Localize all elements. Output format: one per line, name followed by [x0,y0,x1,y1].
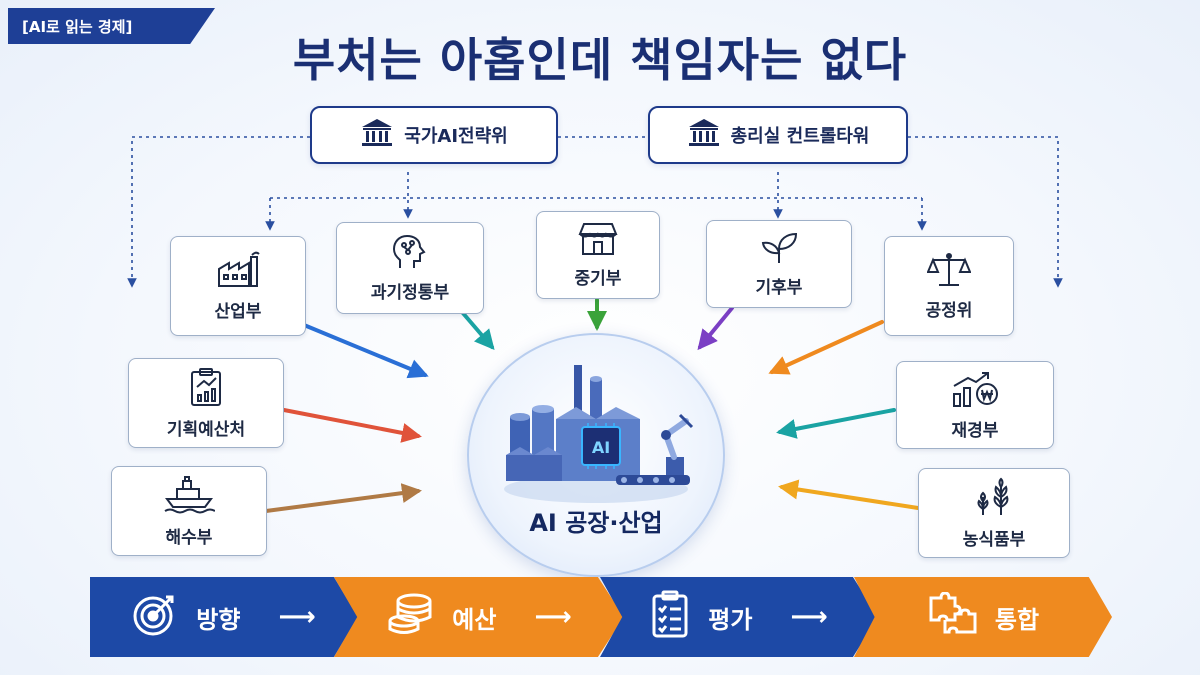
pm-control-tower-label: 총리실 컨트롤타워 [730,126,870,147]
agency-label-agri: 농식품부 [962,529,1026,550]
agency-box-climate[interactable]: 기후부 [706,220,852,308]
agency-label-ftc: 공정위 [925,300,973,321]
ship-icon [163,475,215,515]
puzzle-icon [927,591,977,642]
checklist-icon [650,590,690,644]
ai-head-icon [390,234,430,270]
flow-arrow-icon: ⟶ [534,602,572,632]
scales-icon [927,252,971,288]
agency-box-finance[interactable]: 재경부 [896,361,1054,449]
step-label-direction: 방향 [196,605,241,634]
flow-arrow-icon: ⟶ [278,602,316,632]
chip-label: AI [592,438,610,457]
agency-box-industry[interactable]: 산업부 [170,236,306,336]
agency-label-sme: 중기부 [574,268,622,289]
coins-icon [386,591,434,643]
step-label-evaluation: 평가 [708,605,753,634]
store-icon [578,222,618,256]
step-integration[interactable]: 통합 [854,577,1112,657]
ai-factory-hub[interactable]: AI AI 공장·산업 [467,333,725,577]
page-title: 부처는 아홉인데 책임자는 없다 [292,33,908,87]
ai-factory-illustration: AI [504,365,694,503]
institution-icon [360,118,394,153]
step-budget[interactable]: 예산 ⟶ [334,577,624,657]
agency-label-finance: 재경부 [951,420,999,441]
hub-label: AI 공장·산업 [529,509,663,537]
national-ai-committee-label: 국가AI전략위 [404,126,508,147]
agency-box-sme[interactable]: 중기부 [536,211,660,299]
agency-box-ftc[interactable]: 공정위 [884,236,1014,336]
agency-label-ocean: 해수부 [165,527,213,548]
agency-label-science: 과기정통부 [370,282,450,303]
agency-box-budget[interactable]: 기획예산처 [128,358,284,448]
category-tag: [AI로 읽는 경제] [8,8,215,44]
agency-box-agri[interactable]: 농식품부 [918,468,1070,558]
factory-icon [216,251,260,289]
pm-control-tower-box[interactable]: 총리실 컨트롤타워 [648,106,908,164]
step-label-budget: 예산 [452,605,497,634]
step-evaluation[interactable]: 평가 ⟶ [600,577,878,657]
clipboard-chart-icon [187,367,225,407]
national-ai-committee-box[interactable]: 국가AI전략위 [310,106,558,164]
agency-label-budget: 기획예산처 [166,419,246,440]
step-label-integration: 통합 [994,605,1040,634]
growth-won-icon [950,370,1000,408]
institution-icon [687,118,721,153]
flow-arrow-icon: ⟶ [790,602,828,632]
step-direction[interactable]: 방향 ⟶ [90,577,358,657]
agency-label-climate: 기후부 [755,277,803,298]
agency-label-industry: 산업부 [214,301,262,322]
agency-box-ocean[interactable]: 해수부 [111,466,267,556]
target-icon [132,591,178,643]
wheat-icon [971,477,1017,517]
agency-box-science[interactable]: 과기정통부 [336,222,484,314]
leaf-icon [759,231,799,265]
